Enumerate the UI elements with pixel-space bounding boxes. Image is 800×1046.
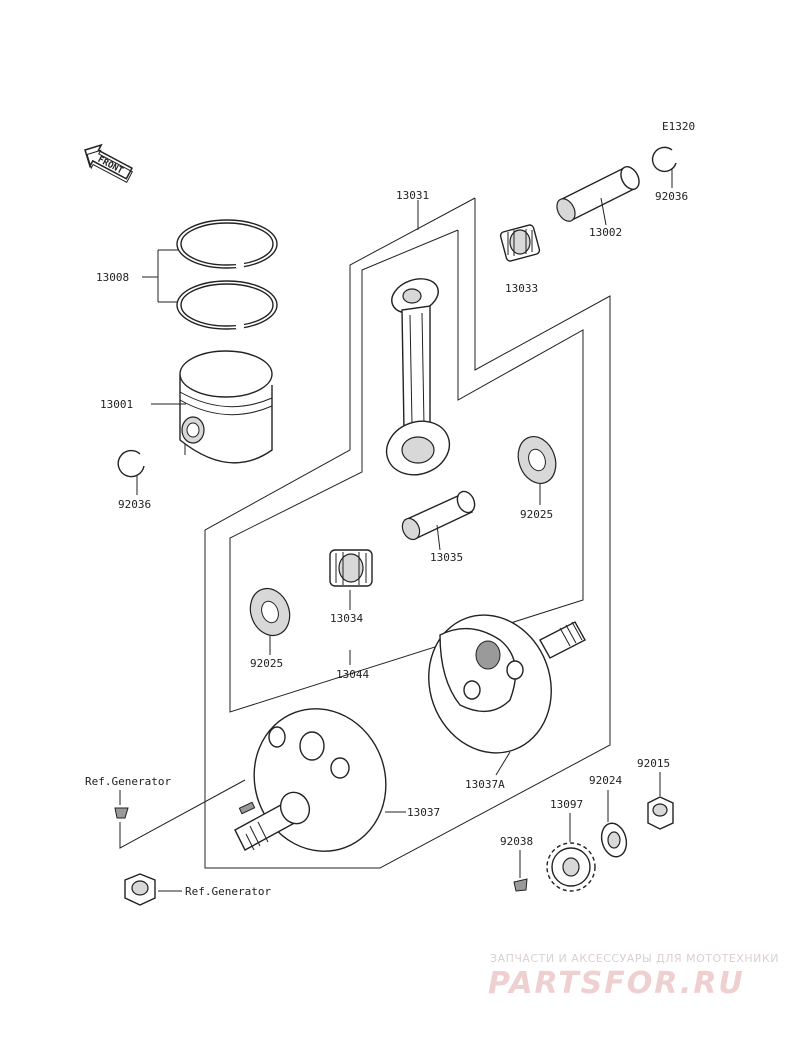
- lock-washer-92024: [600, 822, 628, 858]
- circlip-right: [651, 146, 677, 173]
- piston-rings: [176, 219, 278, 330]
- label-92038: 92038: [500, 835, 533, 848]
- label-92025-right: 92025: [520, 508, 553, 521]
- nut-92015: [647, 796, 674, 830]
- label-13001: 13001: [100, 398, 133, 411]
- connecting-rod: [385, 278, 451, 476]
- watermark-brand: PARTSFOR.RU: [488, 966, 745, 1001]
- label-13034: 13034: [330, 612, 363, 625]
- crank-pin: [401, 490, 476, 541]
- piston-pin: [556, 166, 640, 222]
- label-13037A: 13037A: [465, 778, 505, 791]
- circlip-left: [117, 449, 145, 478]
- front-arrow-icon: FRONT: [84, 143, 133, 184]
- needle-bearing-small-end: [499, 224, 541, 262]
- label-13031: 13031: [396, 189, 429, 202]
- assembly-frame-outer: [204, 197, 611, 869]
- diagram-code: E1320: [662, 120, 695, 133]
- label-92015: 92015: [637, 757, 670, 770]
- thrust-washer-left: [249, 587, 291, 637]
- gear-13097: [546, 842, 596, 892]
- label-13035: 13035: [430, 551, 463, 564]
- watermark-tagline: ЗАПЧАСТИ И АКСЕССУАРЫ ДЛЯ МОТОТЕХНИКИ: [490, 952, 779, 965]
- label-92024: 92024: [589, 774, 622, 787]
- woodruff-key-left: [114, 807, 129, 819]
- label-13002: 13002: [589, 226, 622, 239]
- assembly-frame-inner: [229, 229, 584, 713]
- label-13097: 13097: [550, 798, 583, 811]
- needle-bearing-big-end: [329, 549, 373, 587]
- label-13037: 13037: [407, 806, 440, 819]
- ref-generator-bottom: Ref.Generator: [185, 885, 271, 898]
- thrust-washer-right: [517, 436, 557, 484]
- label-13033: 13033: [505, 282, 538, 295]
- woodruff-key-92038: [513, 878, 528, 892]
- label-92036-right: 92036: [655, 190, 688, 203]
- label-92025-left: 92025: [250, 657, 283, 670]
- crankshaft-half-right: [428, 614, 586, 754]
- label-13008: 13008: [96, 271, 129, 284]
- ref-generator-top: Ref.Generator: [85, 775, 171, 788]
- piston: [179, 350, 273, 464]
- flange-nut: [124, 873, 156, 906]
- label-92036-left: 92036: [118, 498, 151, 511]
- label-13044: 13044: [336, 668, 369, 681]
- crankshaft-half-left: [234, 708, 387, 852]
